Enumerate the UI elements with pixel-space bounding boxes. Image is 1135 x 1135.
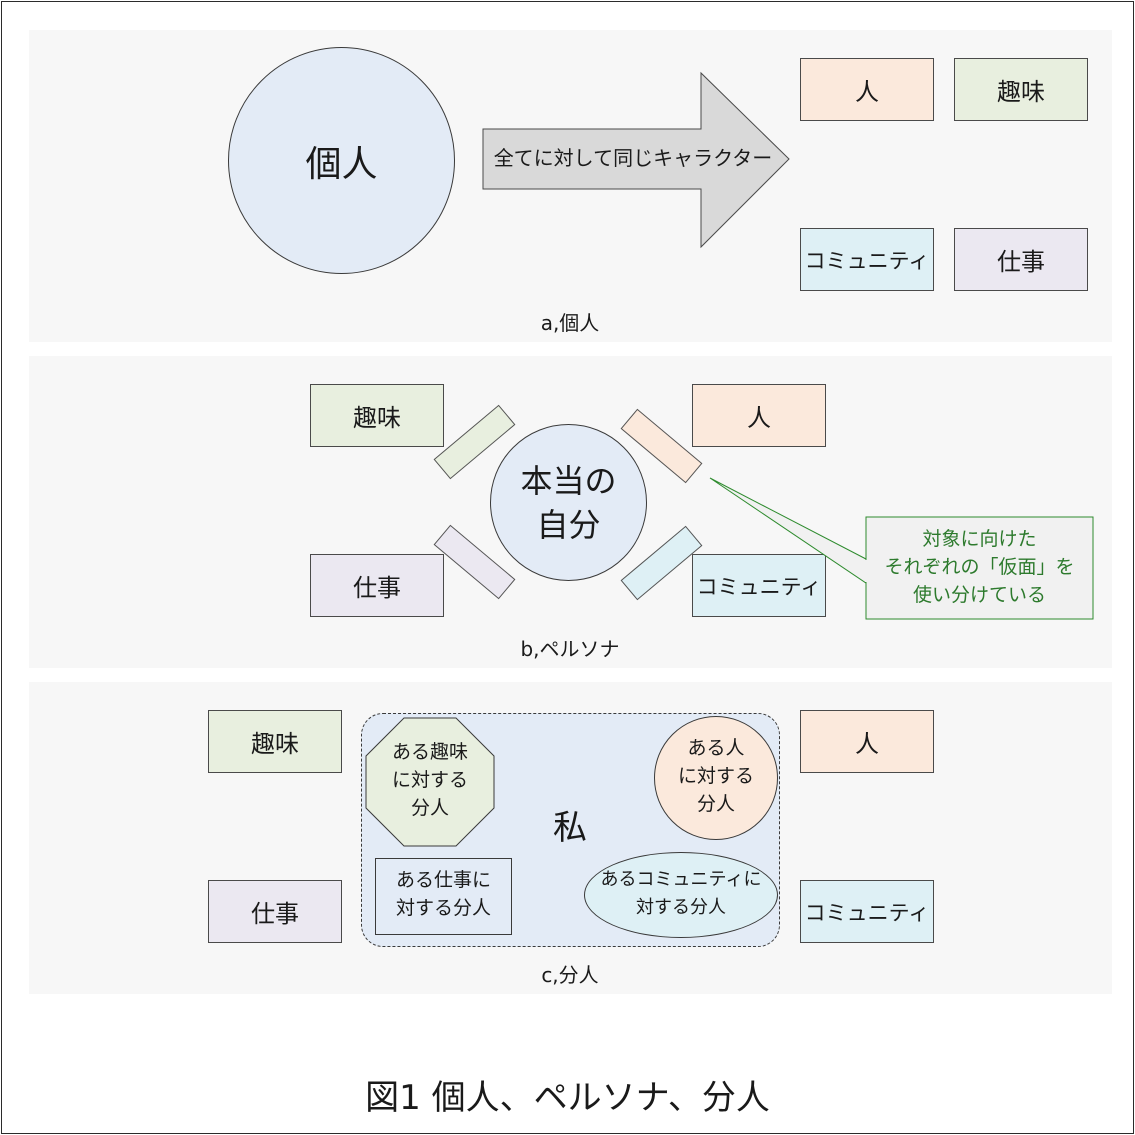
person-dividual-text: ある人 に対する 分人 xyxy=(654,734,778,818)
callout-line2: それぞれの「仮面」を xyxy=(884,556,1075,578)
community-label: コミュニティ xyxy=(804,248,930,273)
community-dividual-text: あるコミュニティに 対する分人 xyxy=(584,866,778,922)
hobby-label: 趣味 xyxy=(353,404,401,432)
person-dividual-line1: ある人 xyxy=(687,737,745,759)
panel-a-hobby-box: 趣味 xyxy=(954,58,1088,121)
panel-a-caption: a,個人 xyxy=(540,311,600,335)
hobby-dividual-octagon xyxy=(365,717,495,847)
panel-b-caption: b,ペルソナ xyxy=(520,637,620,661)
person-label: 人 xyxy=(747,404,771,432)
panel-b-person-box: 人 xyxy=(692,384,826,447)
callout-box xyxy=(865,516,1094,620)
panel-c-community-box: コミュニティ xyxy=(800,880,934,943)
person-dividual-line3: 分人 xyxy=(696,793,735,815)
work-label: 仕事 xyxy=(353,574,401,602)
individual-label: 個人 xyxy=(305,143,378,185)
arrow-label: 全てに対して同じキャラクター xyxy=(493,146,773,170)
callout-line3: 使い分けている xyxy=(912,584,1046,606)
person-dividual-line2: に対する xyxy=(677,765,754,787)
individual-circle: 個人 xyxy=(228,47,455,274)
panel-a-person-box: 人 xyxy=(800,58,934,121)
panel-a-community-box: コミュニティ xyxy=(800,228,934,291)
hobby-dividual-line1: ある趣味 xyxy=(391,741,468,763)
work-dividual-line2: 対する分人 xyxy=(395,897,491,919)
true-self-line1: 本当の xyxy=(520,461,617,500)
panel-b-work-box: 仕事 xyxy=(310,554,444,617)
community-label: コミュニティ xyxy=(696,574,822,599)
community-label: コミュニティ xyxy=(804,900,930,925)
person-label: 人 xyxy=(855,730,879,758)
hobby-label: 趣味 xyxy=(251,730,299,758)
panel-c-person-box: 人 xyxy=(800,710,934,773)
same-character-arrow xyxy=(482,71,790,249)
work-dividual-box xyxy=(375,858,512,935)
panel-c-hobby-box: 趣味 xyxy=(208,710,342,773)
community-dividual-line1: あるコミュニティに xyxy=(600,869,762,890)
person-dividual-circle xyxy=(654,716,778,840)
work-dividual-line1: ある仕事に xyxy=(395,869,491,891)
figure-title: 図1 個人、ペルソナ、分人 xyxy=(365,1078,770,1118)
work-label: 仕事 xyxy=(251,900,299,928)
community-dividual-line2: 対する分人 xyxy=(636,897,726,918)
panel-b-community-box: コミュニティ xyxy=(692,554,826,617)
panel-b-hobby-box: 趣味 xyxy=(310,384,444,447)
true-self-circle: 本当の 自分 xyxy=(490,424,647,581)
work-dividual-text: ある仕事に 対する分人 xyxy=(375,866,512,922)
self-label: 私 xyxy=(553,808,587,848)
community-dividual-ellipse xyxy=(584,852,778,938)
panel-c-work-box: 仕事 xyxy=(208,880,342,943)
panel-a-work-box: 仕事 xyxy=(954,228,1088,291)
true-self-line2: 自分 xyxy=(536,505,601,544)
hobby-dividual-line2: に対する xyxy=(391,769,468,791)
hobby-dividual-line3: 分人 xyxy=(410,797,449,819)
panel-c-caption: c,分人 xyxy=(541,963,599,987)
work-label: 仕事 xyxy=(997,248,1045,276)
person-label: 人 xyxy=(855,78,879,106)
callout-text: 対象に向けた それぞれの「仮面」を 使い分けている xyxy=(866,525,1093,609)
callout-line1: 対象に向けた xyxy=(922,528,1037,550)
hobby-dividual-text: ある趣味 に対する 分人 xyxy=(366,738,494,822)
hobby-label: 趣味 xyxy=(997,78,1045,106)
